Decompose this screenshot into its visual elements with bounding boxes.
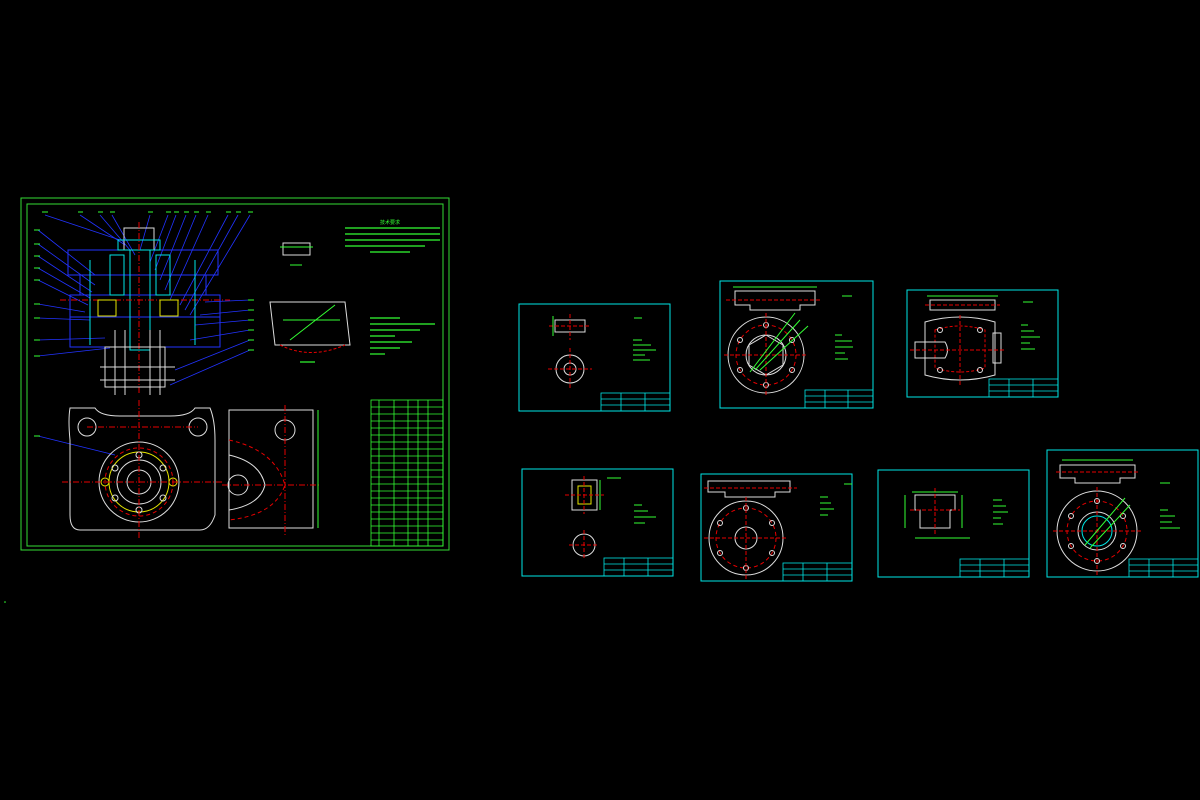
detail-sheet-6[interactable] — [877, 469, 1030, 578]
detail-2-frame — [719, 280, 874, 409]
detail-5-title-block — [782, 562, 853, 582]
detail-1-notes — [633, 317, 656, 361]
die-side-view — [222, 405, 320, 535]
detail-sheet-5[interactable] — [700, 473, 853, 582]
assembly-drawing-sheet[interactable]: 技术要求 — [20, 197, 450, 551]
balloon-leaders-left — [37, 229, 116, 456]
detail-7-frame — [1046, 449, 1199, 578]
detail-4-frame — [521, 468, 674, 577]
detail-sheet-1[interactable] — [518, 303, 671, 412]
assembly-outer-frame — [20, 197, 450, 551]
small-part-sketch — [280, 242, 313, 266]
technical-notes-block: 技术要求 — [345, 219, 440, 253]
detail-5-notes — [820, 483, 852, 516]
assembly-inner-frame — [26, 203, 444, 547]
detail-3-notes — [1021, 301, 1040, 350]
detail-7-notes — [1160, 482, 1180, 529]
detail-1-frame — [518, 303, 671, 412]
detail-sheet-7[interactable] — [1046, 449, 1199, 578]
detail-2-notes — [835, 295, 853, 360]
balloon-tick-marks — [34, 211, 254, 437]
parts-list-table — [370, 399, 444, 547]
technical-notes-heading: 技术要求 — [380, 219, 400, 226]
detail-sheet-4[interactable] — [521, 468, 674, 577]
detail-6-frame — [877, 469, 1030, 578]
detail-4-part — [565, 476, 604, 560]
detail-7-title-block — [1128, 558, 1199, 578]
detail-4-notes — [607, 477, 656, 524]
detail-sheet-2[interactable] — [719, 280, 874, 409]
detail-sheet-3[interactable] — [906, 289, 1059, 398]
balloon-leaders-right — [169, 299, 251, 386]
detail-6-notes — [993, 499, 1008, 525]
detail-1-part — [548, 314, 592, 390]
detail-3-frame — [906, 289, 1059, 398]
detail-6-part — [904, 488, 970, 539]
detail-6-title-block — [959, 558, 1030, 578]
detail-4-title-block — [603, 557, 674, 577]
detail-3-title-block — [988, 378, 1059, 398]
strip-layout-sketch — [269, 301, 351, 363]
die-front-section — [60, 222, 230, 395]
detail-2-part — [724, 286, 822, 397]
detail-5-part — [704, 480, 797, 579]
detail-1-title-block — [600, 392, 671, 412]
detail-7-part — [1053, 459, 1141, 575]
detail-2-title-block — [804, 389, 874, 409]
ucs-origin-marker — [4, 601, 6, 603]
detail-3-part — [910, 295, 1005, 385]
detail-5-frame — [700, 473, 853, 582]
die-plan-view — [62, 400, 222, 540]
side-notes-block — [370, 317, 435, 355]
